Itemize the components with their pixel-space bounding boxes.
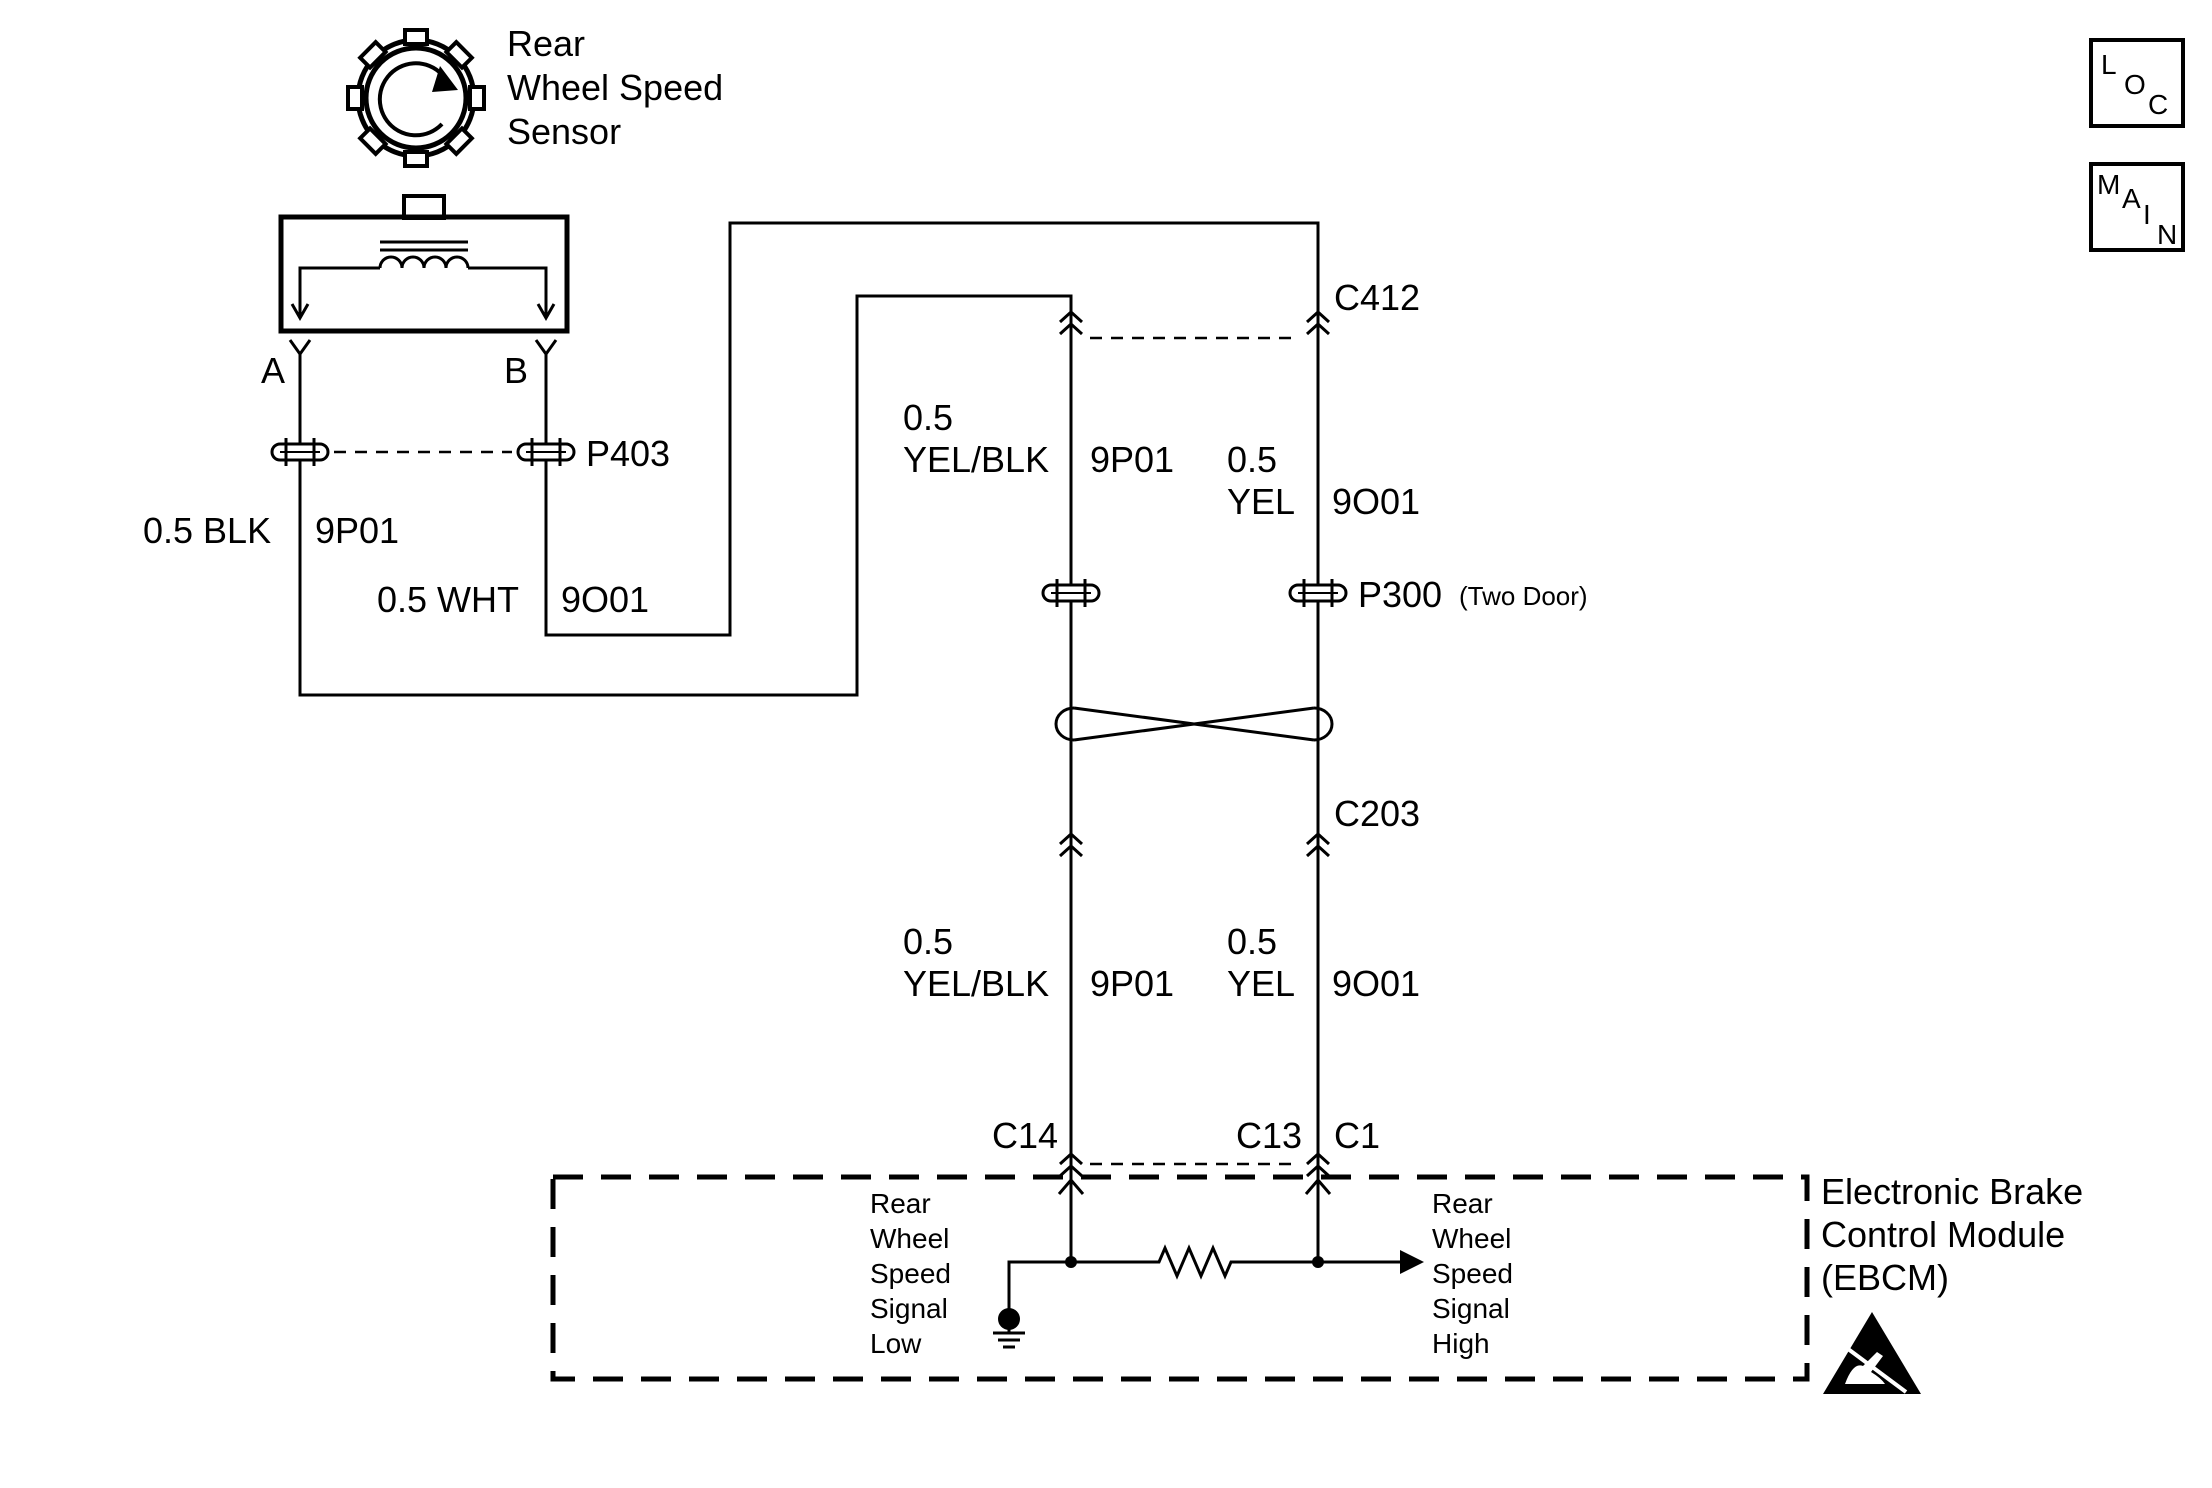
signal-high-line-3: Speed	[1432, 1258, 1513, 1289]
connector-p403: P403	[270, 433, 670, 474]
ebcm-label-line-3: (EBCM)	[1821, 1257, 1949, 1298]
main-letter-i: I	[2143, 199, 2151, 230]
wire-b-circuit: 9O01	[561, 579, 649, 620]
upper-low-circuit: 9P01	[1090, 439, 1174, 480]
p300-label: P300	[1358, 574, 1442, 615]
p300-note: (Two Door)	[1459, 581, 1588, 611]
lower-high-size: 0.5	[1227, 921, 1277, 962]
sensor-body	[278, 194, 570, 334]
signal-high-line-5: High	[1432, 1328, 1490, 1359]
loc-letter-c: C	[2148, 89, 2168, 120]
c412-label: C412	[1334, 277, 1420, 318]
terminal-b-label: B	[504, 350, 528, 391]
terminal-a-label: A	[261, 350, 285, 391]
lower-high-circuit: 9O01	[1332, 963, 1420, 1004]
connector-c412: C412	[1058, 277, 1420, 340]
main-letter-a: A	[2122, 183, 2141, 214]
sensor-label-line-2: Wheel Speed	[507, 67, 723, 108]
wire-9p01	[298, 294, 1073, 697]
c203-label: C203	[1334, 793, 1420, 834]
ebcm-module: Rear Wheel Speed Signal Low Rear Wheel S…	[550, 1174, 1810, 1382]
loc-letter-l: L	[2101, 49, 2117, 80]
ground-icon	[993, 1308, 1025, 1349]
esd-warning-icon	[1823, 1312, 1921, 1394]
connector-p300: P300 (Two Door)	[1041, 574, 1588, 615]
sensor-label: Rear Wheel Speed Sensor	[507, 23, 723, 152]
wire-b-size-color: 0.5 WHT	[377, 579, 519, 620]
signal-low-line-2: Wheel	[870, 1223, 949, 1254]
sensor-label-line-3: Sensor	[507, 111, 621, 152]
c1-label: C1	[1334, 1115, 1380, 1156]
upper-high-circuit: 9O01	[1332, 481, 1420, 522]
wire-9o01	[544, 221, 1320, 637]
signal-low-line-1: Rear	[870, 1188, 931, 1219]
connector-c1: C14 C13 C1	[992, 1115, 1380, 1178]
twisted-pair-icon	[1054, 706, 1334, 742]
upper-low-size: 0.5	[903, 397, 953, 438]
main-letter-n: N	[2157, 219, 2177, 250]
ebcm-label-line-2: Control Module	[1821, 1214, 2065, 1255]
tone-wheel-icon	[346, 28, 486, 168]
loc-button[interactable]: L O C	[2089, 38, 2185, 128]
signal-high-line-1: Rear	[1432, 1188, 1493, 1219]
ebcm-label-line-1: Electronic Brake	[1821, 1171, 2083, 1212]
signal-low-line-4: Signal	[870, 1293, 948, 1324]
lower-low-color: YEL/BLK	[903, 963, 1049, 1004]
wire-a-circuit: 9P01	[315, 510, 399, 551]
sensor-terminal-b: B	[504, 339, 558, 391]
lower-high-color: YEL	[1227, 963, 1295, 1004]
signal-low-line-5: Low	[870, 1328, 922, 1359]
upper-low-color: YEL/BLK	[903, 439, 1049, 480]
c13-label: C13	[1236, 1115, 1302, 1156]
main-letter-m: M	[2097, 169, 2120, 200]
p403-label: P403	[586, 433, 670, 474]
signal-low-line-3: Speed	[870, 1258, 951, 1289]
signal-arrow-icon	[1400, 1250, 1424, 1274]
upper-high-size: 0.5	[1227, 439, 1277, 480]
signal-high-line-4: Signal	[1432, 1293, 1510, 1324]
lower-low-size: 0.5	[903, 921, 953, 962]
connector-c203: C203	[1058, 793, 1420, 858]
sensor-label-line-1: Rear	[507, 23, 585, 64]
lower-low-circuit: 9P01	[1090, 963, 1174, 1004]
wire-a-size-color: 0.5 BLK	[143, 510, 271, 551]
ebcm-label: Electronic Brake Control Module (EBCM)	[1821, 1171, 2083, 1298]
loc-letter-o: O	[2124, 69, 2146, 100]
c14-label: C14	[992, 1115, 1058, 1156]
main-button[interactable]: M A I N	[2089, 162, 2185, 252]
upper-high-color: YEL	[1227, 481, 1295, 522]
signal-high-line-2: Wheel	[1432, 1223, 1511, 1254]
sensor-terminal-a: A	[261, 339, 312, 391]
